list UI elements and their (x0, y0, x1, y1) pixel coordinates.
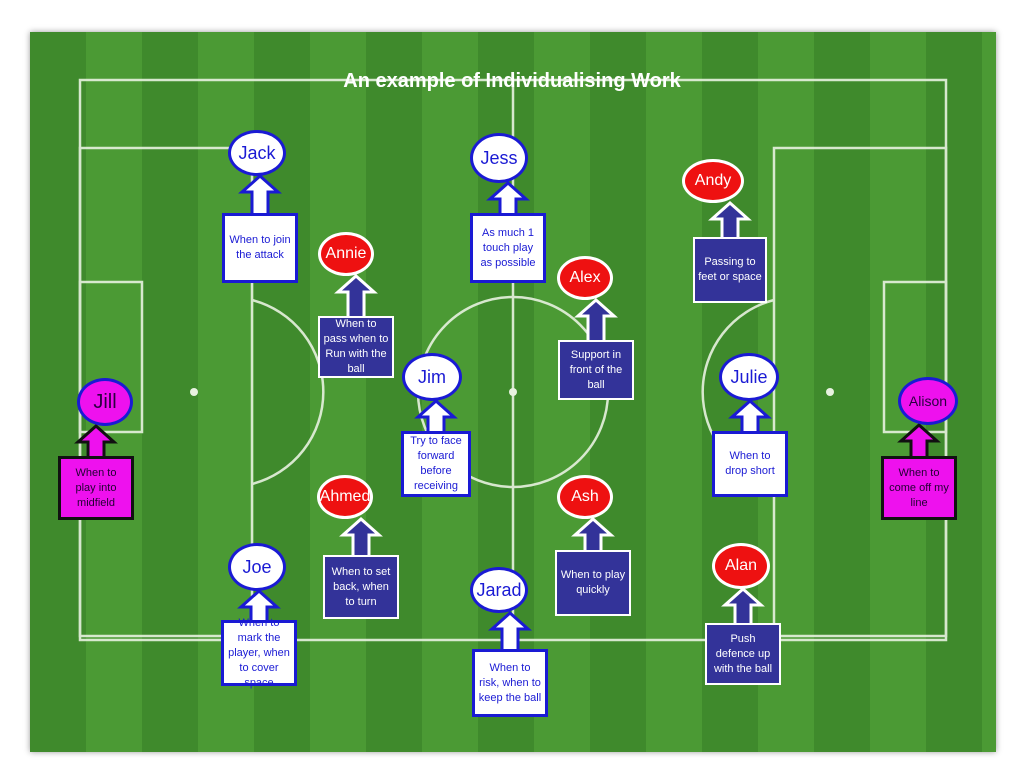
player-note-box: When to drop short (712, 431, 788, 497)
up-arrow-icon (708, 201, 752, 239)
up-arrow-icon (571, 517, 615, 552)
up-arrow-icon (897, 423, 941, 458)
player-name-oval: Andy (682, 159, 744, 203)
player-name-oval: Jess (470, 133, 528, 183)
up-arrow-icon (486, 181, 530, 215)
player-name-oval: Ahmed (317, 475, 373, 519)
player-note-box: When to come off my line (881, 456, 957, 520)
player-note-box: When to play quickly (555, 550, 631, 616)
up-arrow-icon (728, 399, 772, 433)
player-note-box: When to set back, when to turn (323, 555, 399, 619)
player-note-box: When to risk, when to keep the ball (472, 649, 548, 717)
player-name-oval: Alex (557, 256, 613, 300)
up-arrow-icon (414, 399, 458, 433)
up-arrow-icon (721, 587, 765, 625)
player-note-box: When to pass when to Run with the ball (318, 316, 394, 378)
up-arrow-icon (238, 174, 282, 215)
up-arrow-icon (334, 274, 378, 318)
player-note-box: Support in front of the ball (558, 340, 634, 400)
player-name-oval: Jim (402, 353, 462, 401)
up-arrow-icon (574, 298, 618, 342)
player-note-box: Push defence up with the ball (705, 623, 781, 685)
player-note-box: When to join the attack (222, 213, 298, 283)
player-note-box: As much 1 touch play as possible (470, 213, 546, 283)
player-name-oval: Annie (318, 232, 374, 276)
up-arrow-icon (237, 589, 281, 622)
player-name-oval: Jill (77, 378, 133, 426)
up-arrow-icon (339, 517, 383, 557)
player-name-oval: Ash (557, 475, 613, 519)
player-note-box: When to mark the player, when to cover s… (221, 617, 297, 689)
player-note-box: Passing to feet or space (693, 237, 767, 303)
page-title: An example of Individualising Work (343, 70, 681, 92)
player-name-oval: Julie (719, 353, 779, 401)
player-note-box: When to play into midfield (58, 456, 134, 520)
player-name-oval: Jack (228, 130, 286, 176)
up-arrow-icon (488, 611, 532, 651)
player-note-box: Try to face forward before receiving (401, 431, 471, 497)
up-arrow-icon (74, 424, 118, 458)
player-name-oval: Alan (712, 543, 770, 589)
player-name-oval: Jarad (470, 567, 528, 613)
player-name-oval: Alison (898, 377, 958, 425)
player-name-oval: Joe (228, 543, 286, 591)
